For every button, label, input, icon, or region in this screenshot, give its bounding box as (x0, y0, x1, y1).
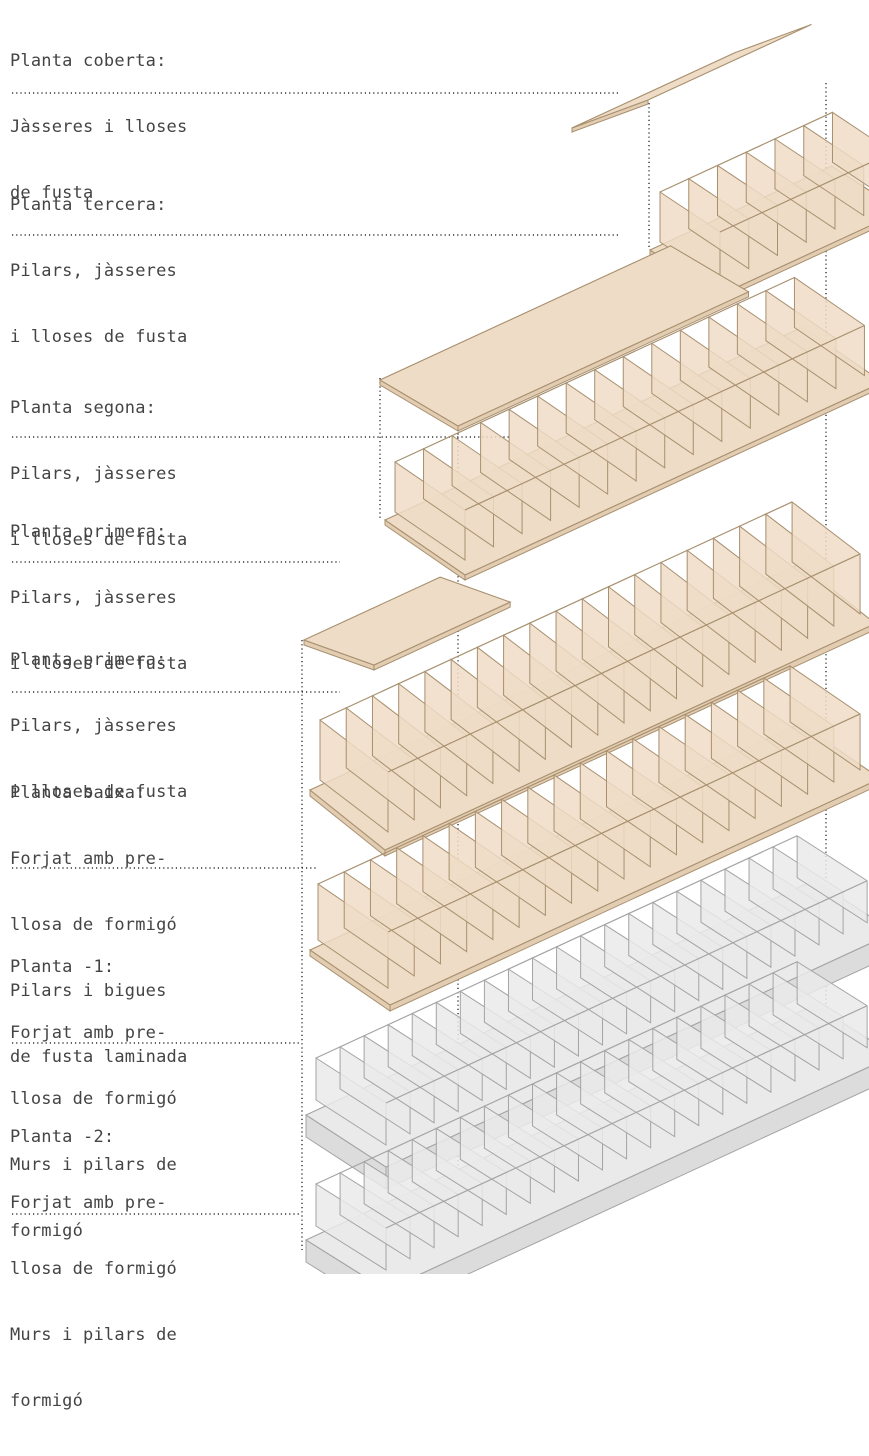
label-line: Pilars, jàsseres (10, 464, 177, 484)
label-line: Planta primera: (10, 522, 167, 542)
label-line: Planta -2: (10, 1127, 115, 1147)
label-line: Forjat amb pre- (10, 1023, 167, 1043)
label-primera-b: Planta primera: Pilars, jàsseres i llose… (10, 605, 187, 847)
basement-1-walls (315, 834, 868, 1146)
label-line: i lloses de fusta (10, 530, 188, 550)
label-menys2: Planta -2: Forjat amb pre- llosa de form… (10, 1082, 177, 1456)
label-line: Planta -1: (10, 957, 115, 977)
label-line: llosa de formigó (10, 1259, 177, 1279)
second-floor-roof-slab (378, 245, 750, 432)
first-floor-frame (319, 500, 861, 834)
label-line: i lloses de fusta (10, 782, 188, 802)
label-line: Pilars i bigues (10, 981, 167, 1001)
label-line: de fusta laminada (10, 1047, 188, 1067)
label-line: i lloses de fusta (10, 327, 188, 347)
axonometric-diagram: Planta coberta: Jàsseres i lloses de fus… (10, 6, 869, 1411)
floor-slabs (302, 24, 869, 1274)
label-line: Forjat amb pre- (10, 849, 167, 869)
label-line: formigó (10, 1391, 84, 1411)
second-floor-frame (394, 276, 865, 561)
label-line: Planta tercera: (10, 195, 167, 215)
label-line: llosa de formigó (10, 915, 177, 935)
label-line: de fusta (10, 183, 94, 203)
label-menys1: Planta -1: Forjat amb pre- llosa de form… (10, 912, 177, 1286)
third-floor-frame (659, 111, 869, 283)
label-coberta: Planta coberta: Jàsseres i lloses de fus… (10, 6, 187, 248)
label-line: Pilars, jàsseres (10, 716, 177, 736)
label-line: Pilars, jàsseres (10, 588, 177, 608)
label-line: Planta primera: (10, 650, 167, 670)
label-tercera: Planta tercera: Pilars, jàsseres i llose… (10, 150, 187, 392)
basement-2-walls (315, 960, 868, 1271)
label-line: i lloses de fusta (10, 654, 188, 674)
label-line: Planta segona: (10, 398, 157, 418)
label-line: Forjat amb pre- (10, 1193, 167, 1213)
first-floor-wing-slab (302, 576, 512, 671)
label-line: Planta coberta: (10, 51, 167, 71)
label-primera-a: Planta primera: Pilars, jàsseres i llose… (10, 477, 187, 719)
label-line: Murs i pilars de (10, 1325, 177, 1345)
roof-slab (571, 24, 812, 133)
label-line: Planta baixa: (10, 783, 146, 803)
label-line: Pilars, jàsseres (10, 261, 177, 281)
label-line: llosa de formigó (10, 1089, 177, 1109)
label-baixa: Planta baixa: Forjat amb pre- llosa de f… (10, 738, 187, 1112)
axonometric-drawing (12, 24, 869, 1274)
label-segona: Planta segona: Pilars, jàsseres i lloses… (10, 353, 187, 595)
ground-floor-frame (317, 665, 861, 989)
label-line: Jàsseres i lloses (10, 117, 188, 137)
label-line: formigó (10, 1221, 84, 1241)
label-line: Murs i pilars de (10, 1155, 177, 1175)
